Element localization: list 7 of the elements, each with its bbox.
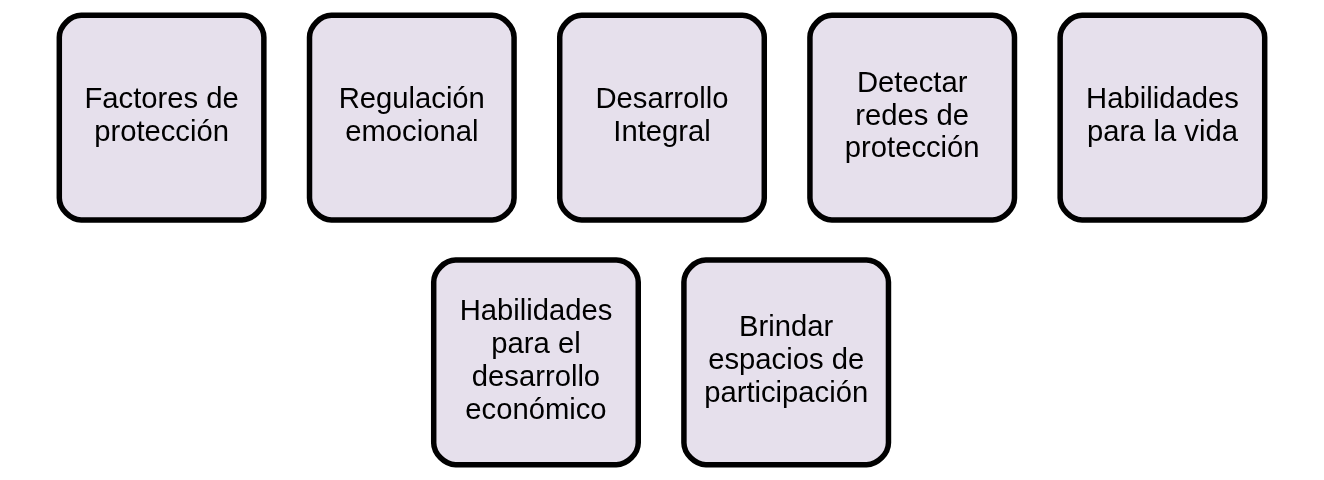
node-box: Regulación emocional [306,12,517,223]
node-box: Habilidades para la vida [1057,12,1268,223]
node-box: Brindar espacios de participación [681,257,892,468]
node-box: Habilidades para el desarrollo económico [430,257,641,468]
node-box: Factores de protección [56,12,267,223]
node-box: Detectar redes de protección [807,12,1018,223]
node-box: Desarrollo Integral [557,12,767,223]
